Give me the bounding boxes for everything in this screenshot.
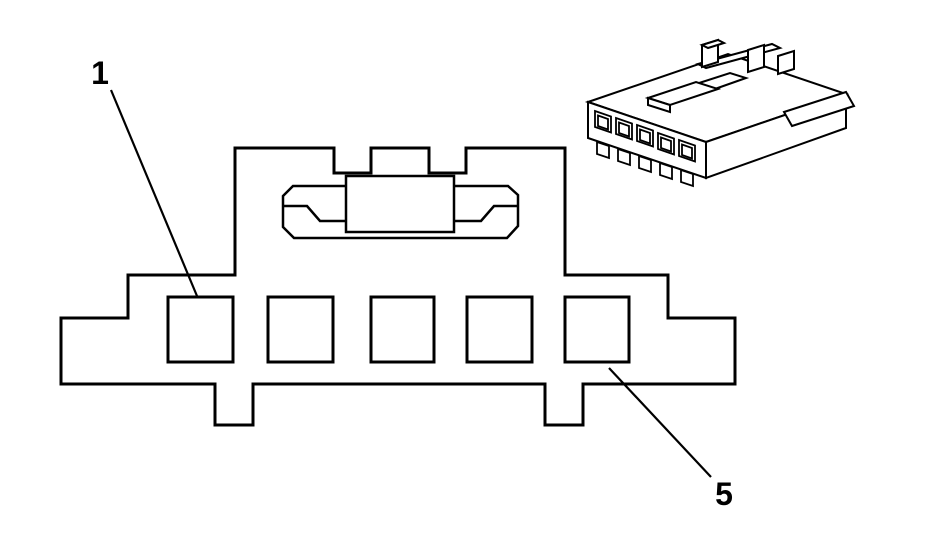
lock-detail-ledge-left <box>283 204 346 223</box>
terminal-hole-inner <box>660 136 672 153</box>
isometric-view <box>584 38 856 188</box>
cavity-square-3 <box>369 295 436 364</box>
iso-terminal-slots <box>594 109 696 163</box>
iso-latch-tab-1-top <box>699 38 727 50</box>
mounting-tab <box>680 168 694 188</box>
terminal-hole-inner <box>681 143 693 160</box>
mounting-tab <box>596 140 610 160</box>
callout-label-1: 1 <box>91 55 109 91</box>
iso-latch-button-side <box>647 96 671 114</box>
mounting-tab <box>638 154 652 174</box>
callouts: 1 5 <box>91 55 733 512</box>
cavity-square-4 <box>465 295 534 364</box>
mounting-tab <box>617 147 631 167</box>
iso-latch-tab-2 <box>747 43 765 74</box>
iso-side-lock-tab <box>782 90 856 128</box>
cavity-square-1 <box>166 295 235 364</box>
lock-detail-center-tab <box>344 174 456 234</box>
terminal-hole-inner <box>639 128 651 145</box>
cavity-square-2 <box>266 295 335 364</box>
leader-line-5 <box>608 367 712 478</box>
lock-detail-ledge-right <box>454 204 518 223</box>
terminal-hole-inner <box>618 121 630 138</box>
leader-line-1 <box>109 89 199 297</box>
front-view <box>59 146 737 427</box>
mounting-tab <box>659 161 673 181</box>
callout-label-5: 5 <box>715 476 733 512</box>
cavity-square-5 <box>563 295 631 364</box>
iso-mounting-tabs <box>596 140 694 188</box>
iso-back-tab <box>777 49 795 76</box>
terminal-hole-inner <box>597 114 609 131</box>
